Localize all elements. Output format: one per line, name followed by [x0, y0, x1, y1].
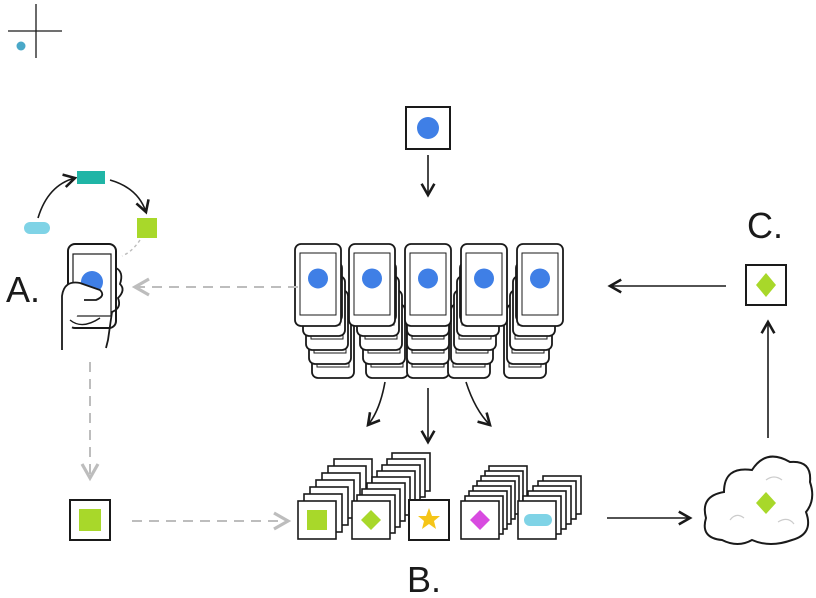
diamond-icon [756, 273, 776, 297]
phone-fleet [294, 243, 564, 379]
star-card [408, 499, 450, 541]
phone-icon [516, 243, 564, 327]
update-card [517, 500, 557, 540]
arrow-down-right [465, 381, 492, 427]
update-stacks [297, 452, 582, 540]
device-in-hand [24, 171, 157, 350]
crosshair-icon [8, 4, 62, 58]
phone-icon [294, 243, 342, 327]
global-model-card [405, 106, 451, 150]
arrow-down-left [366, 381, 386, 428]
label-a: A. [6, 269, 40, 310]
cloud-icon [703, 455, 814, 545]
improved-model-card [745, 264, 787, 306]
phone-icon [348, 243, 396, 327]
label-b: B. [407, 559, 441, 598]
update-card [297, 500, 337, 540]
phone-icon [460, 243, 508, 327]
local-update-card [69, 499, 111, 541]
star-icon [418, 508, 440, 529]
label-c: C. [747, 205, 783, 246]
update-card [351, 500, 391, 540]
update-card [460, 500, 500, 540]
phone-icon [404, 243, 452, 327]
